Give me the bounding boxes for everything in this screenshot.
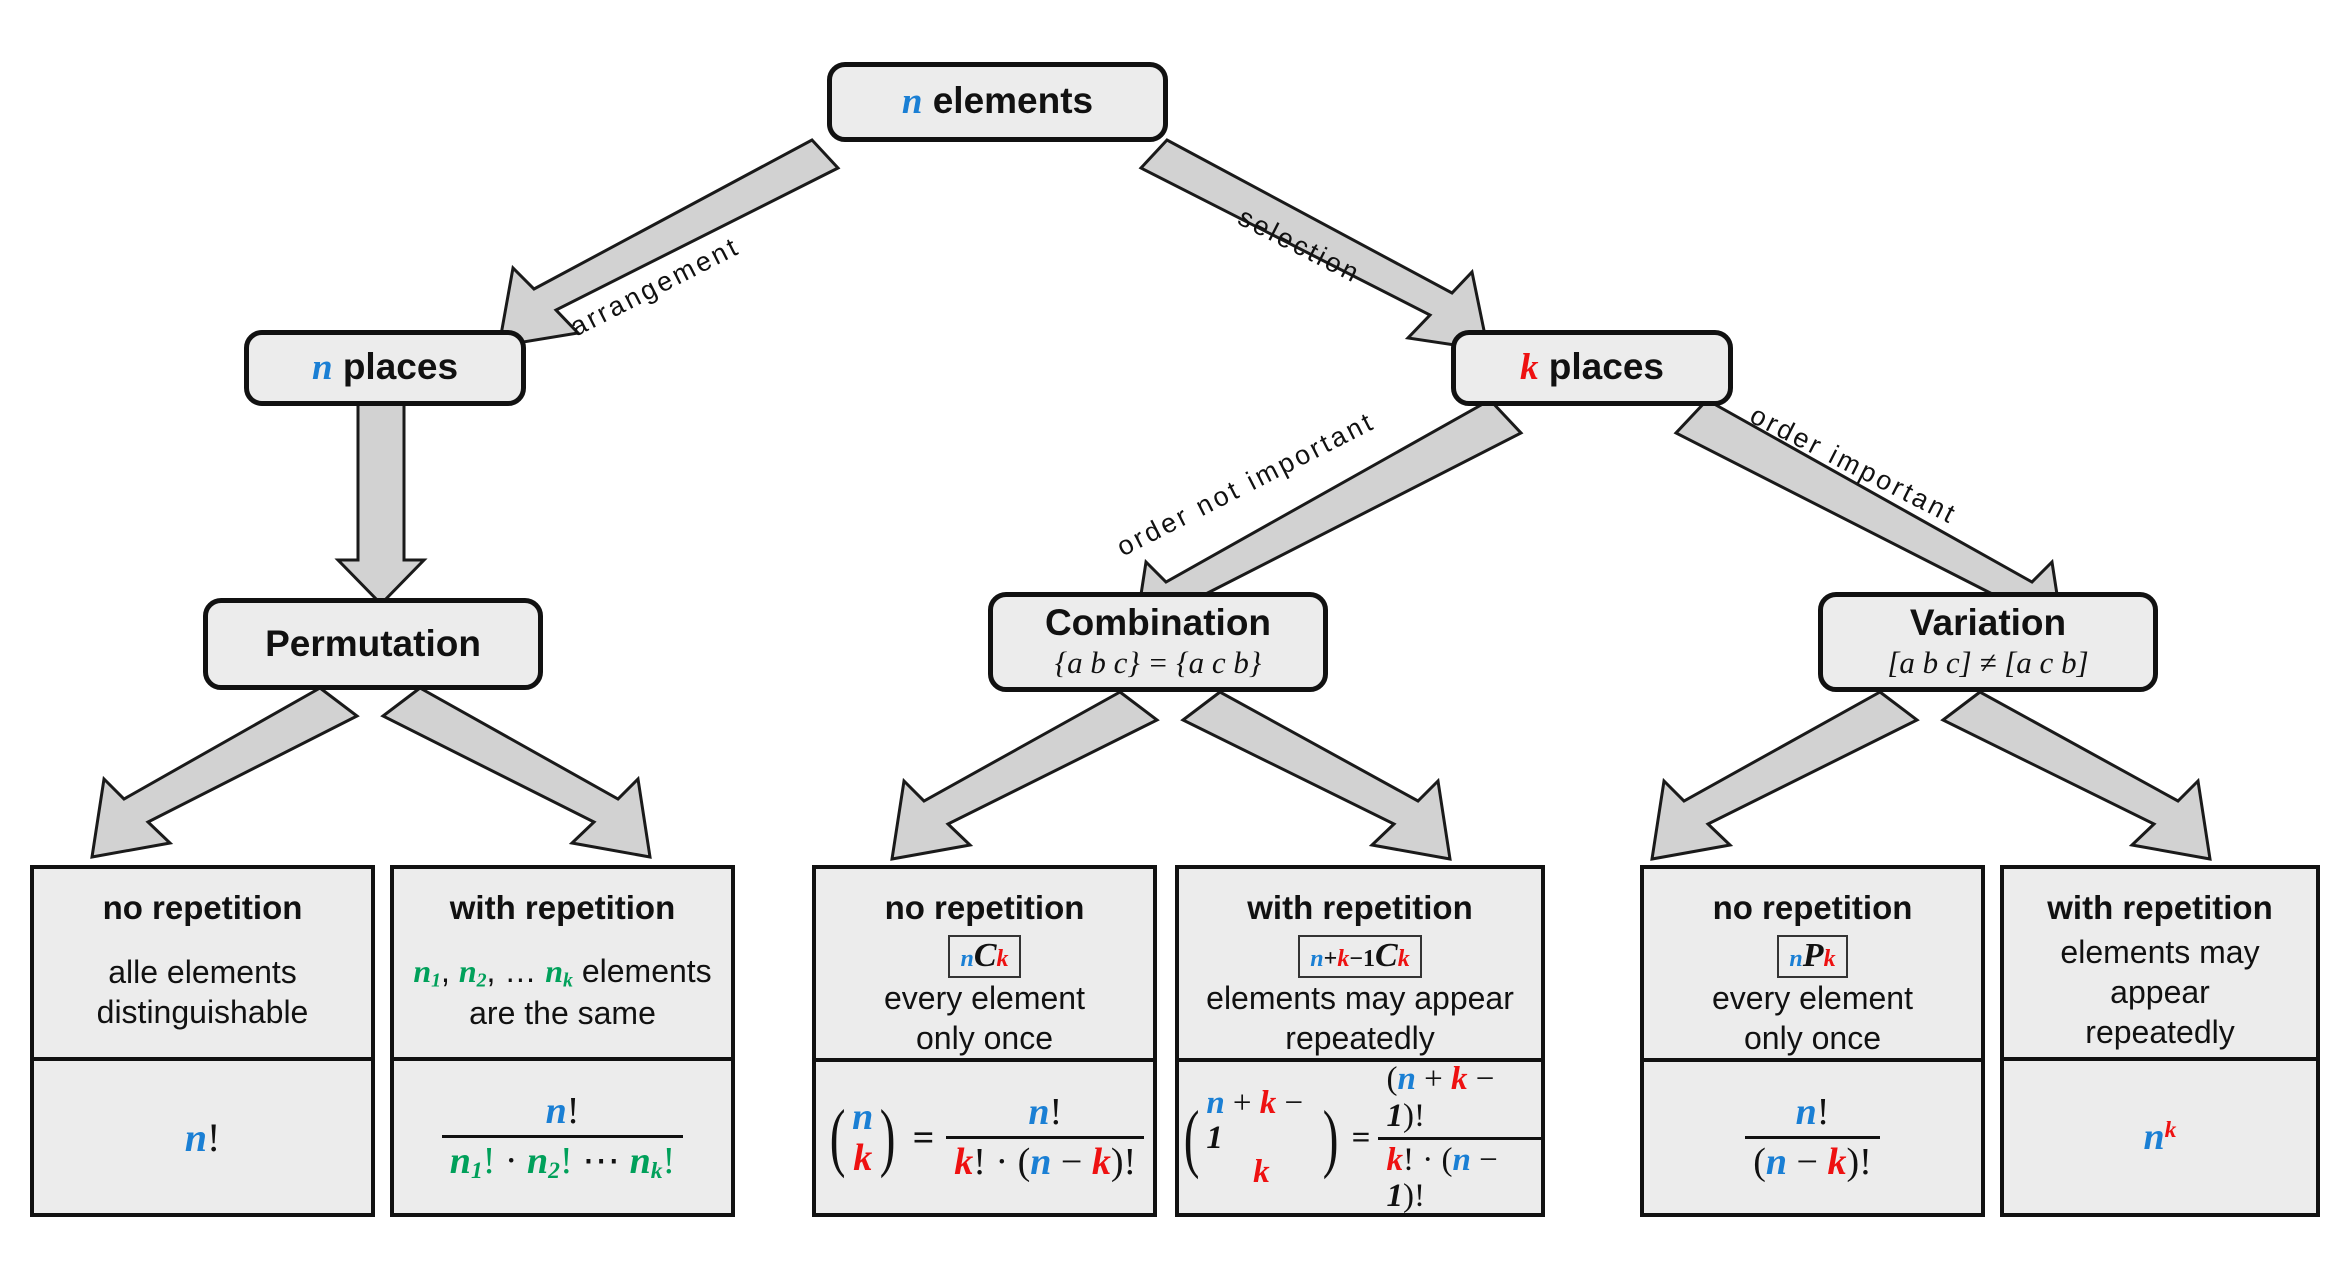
leaf-variation-with-repetition[interactable]: with repetition elements may appear repe… — [2000, 865, 2320, 1217]
var-n: n — [311, 347, 333, 389]
leaf-formula: nk — [2004, 1057, 2316, 1213]
leaf-desc-line-2: are the same — [469, 995, 656, 1032]
node-n-elements[interactable]: n elements — [827, 62, 1168, 142]
leaf-desc-line-2: repeatedly — [2085, 1014, 2235, 1050]
leaf-header: no repetition — [102, 889, 303, 926]
node-variation-title: Variation — [1909, 601, 2067, 643]
node-k-places-label: places — [1548, 346, 1664, 388]
node-n-places[interactable]: n places — [244, 330, 526, 406]
leaf-description: every element only once — [1704, 978, 1921, 1058]
leaf-top: no repetition nPk every element only onc… — [1644, 869, 1981, 1058]
var-k: k — [1520, 347, 1539, 389]
node-combination-subtitle: {a b c} = {a c b} — [1054, 645, 1262, 681]
node-n-elements-title: n elements — [901, 80, 1094, 123]
leaf-header: with repetition — [449, 889, 676, 926]
leaf-notation-badge: nPk — [1777, 935, 1848, 978]
leaf-desc-line-1: n1, n2, … nk elements — [413, 952, 712, 992]
node-permutation[interactable]: Permutation — [203, 598, 543, 690]
leaf-desc-line-2: only once — [916, 1020, 1053, 1056]
leaf-top: with repetition elements may appear repe… — [2004, 869, 2316, 1057]
leaf-description: n1, n2, … nk elements are the same — [405, 951, 719, 1033]
leaf-desc-line-1: every element — [884, 980, 1085, 1016]
arrow-root-to-k-places — [1138, 138, 1490, 352]
leaf-desc-line-1: elements may appear — [2060, 934, 2260, 1010]
var-n: n — [901, 81, 923, 123]
leaf-header: with repetition — [1247, 889, 1473, 926]
leaf-header: no repetition — [884, 889, 1085, 926]
leaf-formula: ( n + k − 1 k ) = (n + k − 1)! k! · (n −… — [1179, 1058, 1541, 1214]
node-n-places-title: n places — [311, 346, 459, 389]
leaf-notation-badge: nCk — [948, 935, 1021, 978]
node-variation[interactable]: Variation [a b c] ≠ [a c b] — [1818, 592, 2158, 692]
leaf-description: elements may appear repeatedly — [2004, 932, 2316, 1052]
arrow-variation-to-leaf-6 — [1940, 690, 2212, 861]
leaf-formula: n! n1! · n2! ⋯ nk! — [394, 1057, 731, 1213]
arrow-combination-to-leaf-4 — [1180, 690, 1452, 861]
arrow-n-places-to-permutation — [334, 398, 428, 607]
leaf-header: with repetition — [2047, 889, 2273, 926]
leaf-formula: n! — [34, 1057, 371, 1213]
arrow-permutation-to-leaf-2 — [380, 686, 652, 859]
leaf-description: elements may appear repeatedly — [1198, 978, 1522, 1058]
leaf-header: no repetition — [1712, 889, 1913, 926]
node-combination-title: Combination — [1044, 601, 1272, 643]
leaf-top: no repetition alle elements distinguisha… — [34, 869, 371, 1057]
arrow-permutation-to-leaf-1 — [90, 686, 360, 859]
leaf-desc-line-1: elements may appear — [1206, 980, 1514, 1016]
node-k-places[interactable]: k places — [1451, 330, 1733, 406]
leaf-desc-line-2: repeatedly — [1285, 1020, 1435, 1056]
arrow-combination-to-leaf-3 — [890, 690, 1160, 861]
leaf-variation-no-repetition[interactable]: no repetition nPk every element only onc… — [1640, 865, 1985, 1217]
leaf-top: with repetition n+k−1Ck elements may app… — [1179, 869, 1541, 1058]
arrow-variation-to-leaf-5 — [1650, 690, 1920, 861]
leaf-combination-with-repetition[interactable]: with repetition n+k−1Ck elements may app… — [1175, 865, 1545, 1217]
leaf-desc-line-1: alle elements — [108, 954, 297, 990]
leaf-combination-no-repetition[interactable]: no repetition nCk every element only onc… — [812, 865, 1157, 1217]
node-variation-subtitle: [a b c] ≠ [a c b] — [1887, 645, 2089, 681]
leaf-description: every element only once — [876, 978, 1093, 1058]
leaf-formula: n! (n − k)! — [1644, 1058, 1981, 1213]
leaf-desc-line-1: every element — [1712, 980, 1913, 1016]
node-combination[interactable]: Combination {a b c} = {a c b} — [988, 592, 1328, 692]
leaf-desc-line-2: distinguishable — [96, 994, 309, 1030]
leaf-notation-badge: n+k−1Ck — [1298, 935, 1422, 978]
leaf-desc-line-2: only once — [1744, 1020, 1881, 1056]
leaf-permutation-with-repetition[interactable]: with repetition n1, n2, … nk elements ar… — [390, 865, 735, 1217]
node-n-places-label: places — [342, 346, 459, 388]
leaf-top: with repetition n1, n2, … nk elements ar… — [394, 869, 731, 1057]
leaf-permutation-no-repetition[interactable]: no repetition alle elements distinguisha… — [30, 865, 375, 1217]
node-k-places-title: k places — [1520, 346, 1664, 389]
arrow-root-to-n-places — [497, 138, 841, 348]
node-n-elements-label: elements — [932, 80, 1094, 122]
leaf-top: no repetition nCk every element only onc… — [816, 869, 1153, 1058]
node-permutation-title: Permutation — [265, 622, 481, 664]
leaf-description: alle elements distinguishable — [89, 952, 317, 1032]
